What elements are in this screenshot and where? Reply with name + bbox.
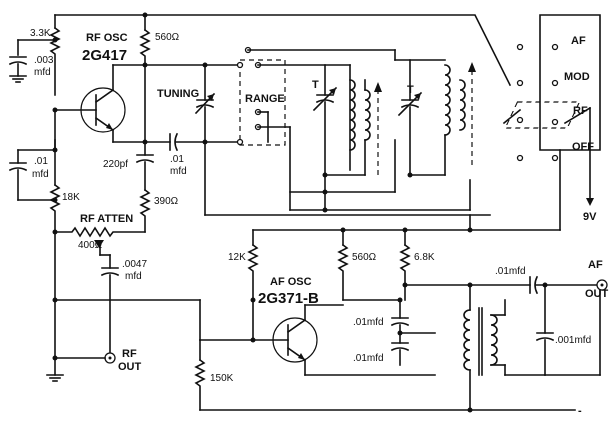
label-390: 390Ω <box>154 196 179 207</box>
af-osc-part: 2G371-B <box>258 290 319 307</box>
af-transformer <box>404 282 506 411</box>
resistor-12k: 12K <box>228 243 259 303</box>
label-af-out-1: AF <box>588 259 603 271</box>
top-supply-wire <box>17 12 512 87</box>
label-af-out-2: OUT <box>585 288 609 300</box>
label-c0047-unit: mfd <box>125 271 142 282</box>
af-osc-title: AF OSC <box>270 276 312 288</box>
label-c01-af1: .01mfd <box>353 317 384 328</box>
label-3k3: 3.3K <box>30 28 51 39</box>
label-c01-left-unit: mfd <box>32 169 49 180</box>
label-t1: T <box>312 79 319 91</box>
label-sw-af: AF <box>571 35 586 47</box>
label-minus: - <box>578 405 582 417</box>
label-220pf: 220pf <box>103 159 128 170</box>
capacitor-01-left: .01 mfd <box>8 139 58 203</box>
label-tuning: TUNING <box>157 88 199 100</box>
transistor-af <box>199 299 436 376</box>
af-supply-bus <box>252 149 561 246</box>
rf-osc-title: RF OSC <box>86 32 128 44</box>
label-150k: 150K <box>210 373 234 384</box>
label-c01-mid: .01 <box>170 154 184 165</box>
capacitor-01-mid: .01 mfd <box>144 132 241 177</box>
capacitor-220pf: 220pf <box>103 139 155 191</box>
bottom-minus-rail: - <box>199 405 582 417</box>
resistor-18k: 18K <box>49 183 80 233</box>
label-sw-off: OFF <box>572 141 594 153</box>
af-tank-caps: .01mfd .01mfd <box>342 297 436 366</box>
label-t2: T <box>407 84 414 96</box>
label-c01-af2: .01mfd <box>353 353 384 364</box>
resistor-560-rf: 560Ω <box>139 28 180 66</box>
label-sw-mod: MOD <box>564 71 590 83</box>
resistor-560-af: 560Ω <box>337 243 377 301</box>
label-c003: .003 <box>34 55 54 66</box>
ground-rail-left <box>46 231 201 382</box>
capacitor-001: .001mfd <box>504 284 601 376</box>
label-12k: 12K <box>228 252 246 263</box>
label-9v: 9V <box>583 211 597 223</box>
function-switch: AF MOD RF OFF 9V <box>502 14 601 223</box>
transistor-rf <box>52 64 146 143</box>
resistor-6k8: 6.8K <box>399 243 435 288</box>
label-c01-left: .01 <box>34 156 48 167</box>
resistor-3k3: 3.3K <box>30 26 61 96</box>
resistor-150k: 150K <box>194 299 234 411</box>
capacitor-003: .003 mfd <box>8 55 54 83</box>
label-6k8: 6.8K <box>414 252 435 263</box>
label-c0047: .0047 <box>122 259 147 270</box>
label-560-af: 560Ω <box>352 252 377 263</box>
label-sw-rf: RF <box>573 105 588 117</box>
label-c01-mid-unit: mfd <box>170 166 187 177</box>
rf-atten-pot: RF ATTEN 400Ω <box>52 213 146 256</box>
label-c01-af-out: .01mfd <box>495 266 526 277</box>
label-18k: 18K <box>62 192 80 203</box>
capacitor-0047: .0047 mfd <box>100 254 147 356</box>
capacitor-01-af-out: .01mfd <box>469 266 598 295</box>
rf-collector-bus <box>112 62 241 143</box>
label-rf-atten: RF ATTEN <box>80 213 133 225</box>
resistor-390: 390Ω <box>139 188 179 233</box>
label-rf-out-1: RF <box>122 348 137 360</box>
coil-1: T <box>257 64 382 211</box>
tuning-capacitor: TUNING <box>157 64 216 143</box>
range-switch: RANGE <box>236 46 396 146</box>
label-560-rf: 560Ω <box>155 32 180 43</box>
mid-bus-wires <box>204 111 491 216</box>
rf-osc-part: 2G417 <box>82 47 127 64</box>
label-400: 400Ω <box>78 240 103 251</box>
label-c001: .001mfd <box>555 335 591 346</box>
label-rf-out-2: OUT <box>118 361 142 373</box>
label-range: RANGE <box>245 93 285 105</box>
rf-out-terminal: RF OUT <box>104 348 142 373</box>
coil-2: T <box>394 49 476 178</box>
label-c003-unit: mfd <box>34 67 51 78</box>
af-out-terminal: AF OUT <box>585 259 609 300</box>
